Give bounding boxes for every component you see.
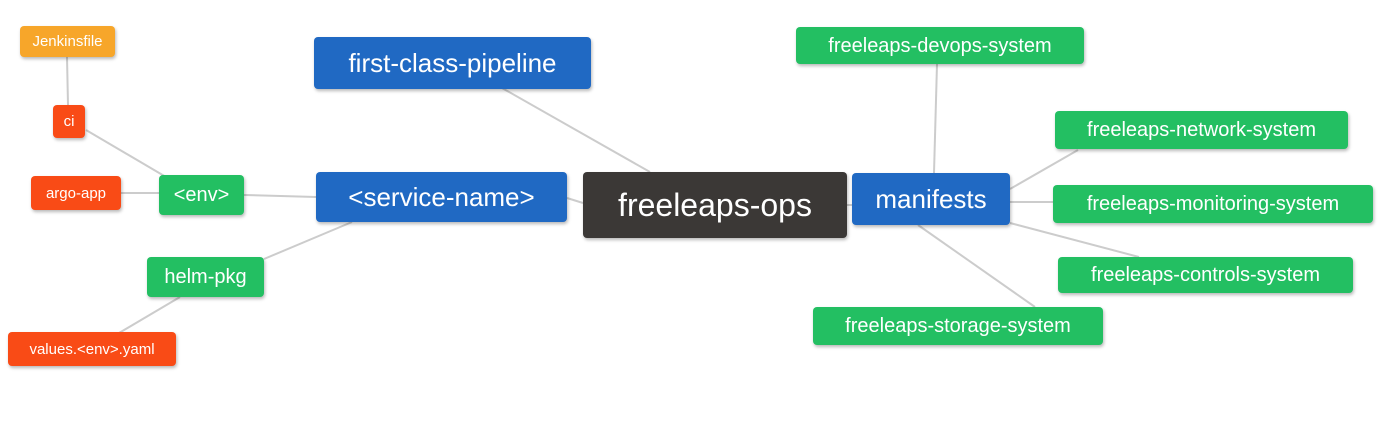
node-label-freeleaps-ops: freeleaps-ops: [618, 187, 812, 223]
node-label-freeleaps-devops-system: freeleaps-devops-system: [828, 34, 1052, 57]
edge-first-class-pipeline-freeleaps-ops: [501, 87, 651, 173]
edge-ci-env: [85, 129, 167, 178]
node-freeleaps-network-system[interactable]: freeleaps-network-system: [1055, 111, 1348, 149]
edge-manifests-freeleaps-devops-system: [933, 63, 938, 174]
node-jenkinsfile[interactable]: Jenkinsfile: [20, 26, 115, 57]
node-values-env-yaml[interactable]: values.<env>.yaml: [8, 332, 176, 366]
node-label-manifests: manifests: [875, 184, 987, 214]
node-label-service-name: <service-name>: [348, 182, 535, 212]
node-freeleaps-monitoring-system[interactable]: freeleaps-monitoring-system: [1053, 185, 1373, 223]
node-argo-app[interactable]: argo-app: [31, 176, 121, 210]
node-label-argo-app: argo-app: [45, 184, 107, 202]
node-label-values-env-yaml: values.<env>.yaml: [29, 340, 155, 358]
edge-service-name-freeleaps-ops: [566, 197, 584, 204]
node-label-first-class-pipeline: first-class-pipeline: [348, 48, 557, 78]
node-manifests[interactable]: manifests: [852, 173, 1010, 225]
edge-env-service-name: [243, 194, 317, 198]
node-ci[interactable]: ci: [53, 105, 85, 138]
node-first-class-pipeline[interactable]: first-class-pipeline: [314, 37, 591, 89]
node-helm-pkg[interactable]: helm-pkg: [147, 257, 264, 297]
node-label-ci: ci: [63, 113, 75, 130]
node-label-freeleaps-network-system: freeleaps-network-system: [1087, 119, 1316, 141]
edge-manifests-freeleaps-network-system: [1009, 149, 1079, 190]
node-env[interactable]: <env>: [159, 175, 244, 215]
edge-manifests-freeleaps-storage-system: [917, 224, 1036, 308]
node-freeleaps-devops-system[interactable]: freeleaps-devops-system: [796, 27, 1084, 64]
node-label-freeleaps-storage-system: freeleaps-storage-system: [845, 315, 1071, 337]
edge-jenkinsfile-ci: [66, 56, 69, 106]
node-label-jenkinsfile: Jenkinsfile: [32, 33, 103, 50]
edge-values-env-yaml-helm-pkg: [118, 296, 181, 334]
node-label-helm-pkg: helm-pkg: [164, 266, 247, 288]
node-label-env: <env>: [173, 184, 230, 206]
node-freeleaps-ops[interactable]: freeleaps-ops: [583, 172, 847, 238]
node-label-freeleaps-controls-system: freeleaps-controls-system: [1091, 264, 1320, 286]
node-service-name[interactable]: <service-name>: [316, 172, 567, 222]
node-label-freeleaps-monitoring-system: freeleaps-monitoring-system: [1086, 193, 1340, 215]
node-freeleaps-storage-system[interactable]: freeleaps-storage-system: [813, 307, 1103, 345]
edge-manifests-freeleaps-controls-system: [1009, 222, 1140, 258]
edge-helm-pkg-service-name: [263, 221, 353, 260]
node-freeleaps-controls-system[interactable]: freeleaps-controls-system: [1058, 257, 1353, 293]
